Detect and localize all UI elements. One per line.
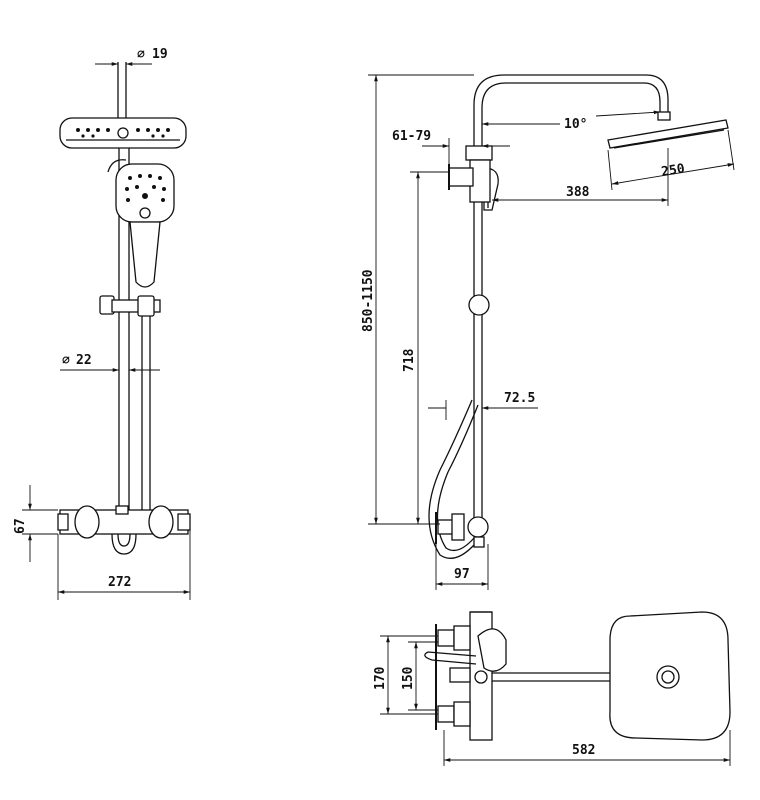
dim-riser-diameter: 19 [152, 47, 168, 62]
top-view: 170 150 582 [373, 611, 731, 766]
rain-shower-head-top [609, 611, 731, 741]
slider-bracket [99, 295, 161, 317]
hand-shower-front [107, 159, 175, 288]
dim-rail-diameter: 22 [76, 353, 92, 368]
rain-shower-head-front [59, 117, 187, 149]
dim-arm-reach: 388 [566, 185, 590, 200]
dim-valve-height: 67 [13, 518, 28, 534]
diameter-symbol: ∅ [137, 47, 145, 62]
diameter-symbol: ∅ [62, 353, 70, 368]
dim-arm-offset: 61-79 [392, 129, 431, 144]
dim-overall-depth: 582 [572, 743, 595, 758]
hand-shower-side [465, 145, 499, 211]
dim-valve-depth: 97 [454, 567, 470, 582]
dim-inlet-spacing-inner: 150 [401, 666, 416, 690]
thermostatic-valve-front [57, 505, 191, 555]
rain-shower-head-side [607, 119, 729, 149]
thermostatic-valve-side [435, 512, 489, 548]
front-view: ∅ 19 ∅ 22 67 272 [13, 47, 191, 600]
valve-inlets-top [435, 624, 471, 730]
dim-valve-width: 272 [108, 575, 131, 590]
dim-head-angle: 10° [564, 117, 587, 132]
dim-bracket-height: 718 [402, 348, 417, 372]
dim-hose-offset: 72.5 [504, 391, 535, 406]
dim-head-width: 250 [660, 161, 686, 180]
side-view: 850-1150 718 61-79 10° 250 388 72.5 97 [361, 74, 735, 590]
dim-total-height: 850-1150 [361, 269, 376, 332]
dim-inlet-spacing-outer: 170 [373, 666, 388, 690]
